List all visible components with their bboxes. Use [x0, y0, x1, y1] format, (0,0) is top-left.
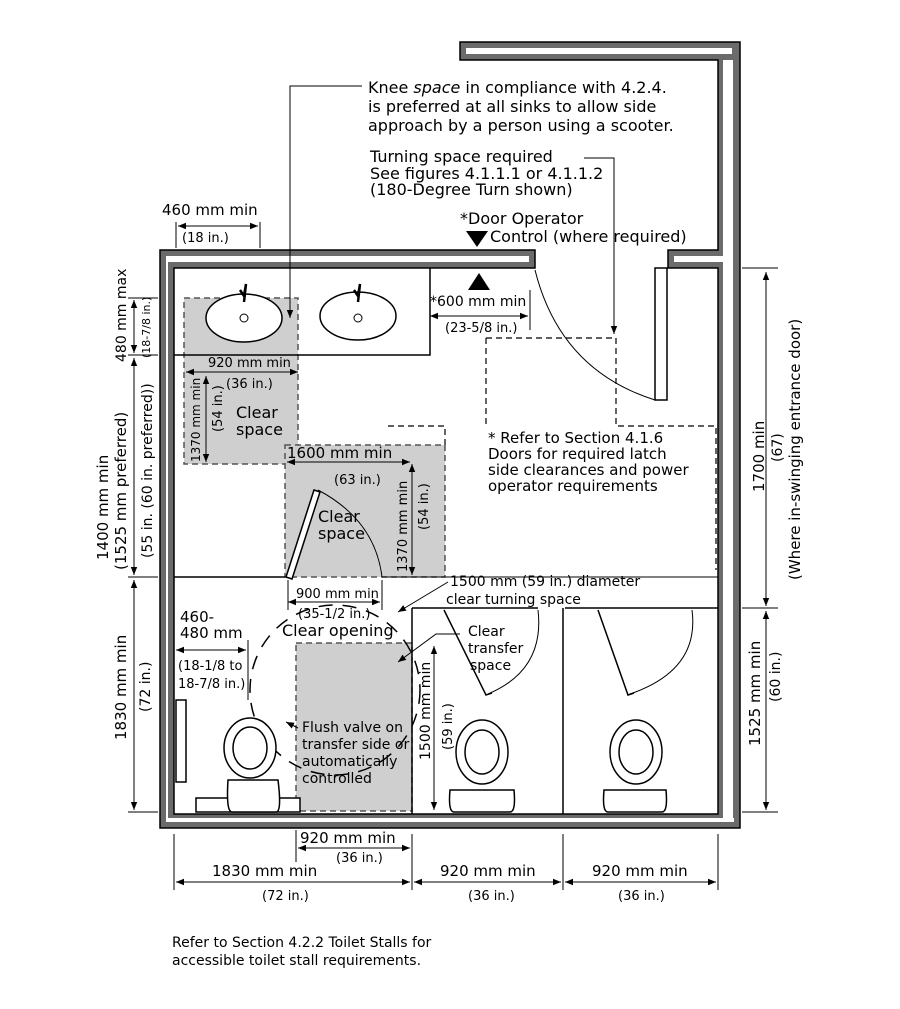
dim-1525-label: 1525 mm min	[746, 641, 764, 746]
transfer-space-line1: Clear	[468, 624, 505, 640]
door-operator-marker-top	[466, 231, 488, 247]
dim-920-stall2-inches: (36 in.)	[468, 889, 515, 904]
entrance-door	[534, 267, 668, 401]
refer-note-line3: side clearances and power	[488, 461, 689, 479]
sink-left	[205, 283, 283, 343]
dim-1525-inches: (60 in.)	[768, 652, 784, 702]
stall-partitions	[174, 489, 718, 814]
turning-note-line2: See figures 4.1.1.1 or 4.1.1.2	[370, 164, 603, 183]
dim-1700-inches: (67)	[770, 433, 786, 462]
refer-note-line2: Doors for required latch	[488, 445, 667, 463]
dimension-lines	[128, 222, 778, 890]
transfer-space-line2: transfer	[468, 641, 524, 657]
dim-460-480-line1: 460-	[180, 608, 214, 626]
flush-valve-line1: Flush valve on	[302, 720, 403, 736]
dim-1400-inches: (55 in. (60 in. preferred))	[140, 383, 156, 558]
toilet-stall-3	[602, 719, 668, 813]
dim-460-480-line4: 18-7/8 in.)	[178, 677, 245, 692]
door-operator-marker-bottom	[468, 273, 490, 290]
turning-note-line3: (180-Degree Turn shown)	[370, 180, 573, 199]
turning-space-outline	[384, 337, 717, 570]
toilet-accessible	[223, 717, 281, 813]
dim-1500-vertical-inches: (59 in.)	[441, 703, 456, 750]
dim-460-inches: (18 in.)	[182, 231, 229, 246]
door-operator-line1: *Door Operator	[460, 209, 584, 228]
sink-right	[319, 283, 397, 341]
transfer-space-line3: space	[470, 658, 511, 674]
clear-space-b-line1: Clear	[318, 507, 360, 526]
dim-1830-vertical-label: 1830 mm min	[112, 635, 130, 740]
clear-space-a-line1: Clear	[236, 403, 278, 422]
dim-920-stall2-label: 920 mm min	[440, 862, 536, 880]
dim-1370-door-label: 1370 mm min	[396, 481, 411, 572]
vanity	[174, 268, 431, 356]
refer-note-line1: * Refer to Section 4.1.6	[488, 429, 663, 447]
turning-space-line1: 1500 mm (59 in.) diameter	[450, 574, 640, 590]
dim-920-stall3-label: 920 mm min	[592, 862, 688, 880]
flush-valve-line3: automatically	[302, 754, 397, 770]
dim-920-sink-inches: (36 in.)	[226, 377, 273, 392]
dim-1400-label: 1400 mm min	[94, 455, 112, 560]
dim-920-stall3-inches: (36 in.)	[618, 889, 665, 904]
dim-1830-horizontal-label: 1830 mm min	[212, 862, 317, 880]
dim-1830-horizontal-inches: (72 in.)	[262, 889, 309, 904]
dim-1600-label: 1600 mm min	[287, 444, 392, 462]
knee-note-line2: is preferred at all sinks to allow side	[368, 97, 656, 116]
dim-1370-sink-label: 1370 mm min	[189, 378, 203, 462]
dim-920-transfer-label: 920 mm min	[300, 829, 396, 847]
dim-1700-note: (Where in-swinging entrance door)	[786, 319, 804, 580]
clear-space-a-line2: space	[236, 420, 283, 439]
dim-460-label: 460 mm min	[162, 201, 258, 219]
dim-1400-preferred: (1525 mm preferred)	[112, 412, 130, 570]
clear-space-b-line2: space	[318, 524, 365, 543]
annotations: Knee space in compliance with 4.2.4. is …	[94, 78, 804, 969]
toilet-stall-2	[448, 719, 516, 813]
dim-1700-label: 1700 min	[750, 421, 768, 492]
dim-900-label: 900 mm min	[296, 587, 379, 602]
dim-1830-vertical-inches: (72 in.)	[138, 662, 154, 712]
door-operator-line2: Control (where required)	[490, 227, 687, 246]
dim-600-inches: (23-5/8 in.)	[445, 321, 517, 336]
flush-valve-line2: transfer side or	[302, 737, 409, 753]
grab-bar	[175, 699, 187, 783]
turning-note-line1: Turning space required	[369, 147, 553, 166]
dim-480-label: 480 mm max	[114, 269, 130, 362]
clear-opening-label: Clear opening	[282, 621, 394, 640]
leader-lines	[285, 85, 618, 729]
dim-460-480-line2: 480 mm	[180, 624, 243, 642]
wall-cores	[166, 48, 734, 822]
dim-1600-inches: (63 in.)	[334, 473, 381, 488]
wall-outlines	[159, 41, 741, 829]
dim-1370-sink-inches: (54 in.)	[211, 385, 226, 432]
knee-note-line1: Knee space in compliance with 4.2.4.	[368, 78, 667, 97]
dim-1500-vertical-label: 1500 mm min	[418, 662, 434, 760]
knee-note-line3: approach by a person using a scooter.	[368, 116, 674, 135]
dim-600-label: *600 mm min	[430, 294, 526, 310]
dim-460-480-line3: (18-1/8 to	[178, 659, 242, 674]
footer-note-line1: Refer to Section 4.2.2 Toilet Stalls for	[172, 935, 432, 951]
refer-note-line4: operator requirements	[488, 477, 658, 495]
footer-note-line2: accessible toilet stall requirements.	[172, 953, 421, 969]
dim-920-transfer-inches: (36 in.)	[336, 851, 383, 866]
turning-circle	[249, 604, 421, 776]
turning-space-line2: clear turning space	[446, 592, 581, 608]
dim-920-sink-label: 920 mm min	[208, 356, 291, 371]
clear-transfer-space-area	[295, 642, 413, 812]
dim-480-inches: (18-7/8 in.)	[140, 297, 153, 358]
dim-900-inches: (35-1/2 in.)	[298, 607, 370, 622]
flush-valve-line4: controlled	[302, 771, 372, 787]
dim-1370-door-inches: (54 in.)	[417, 483, 432, 530]
